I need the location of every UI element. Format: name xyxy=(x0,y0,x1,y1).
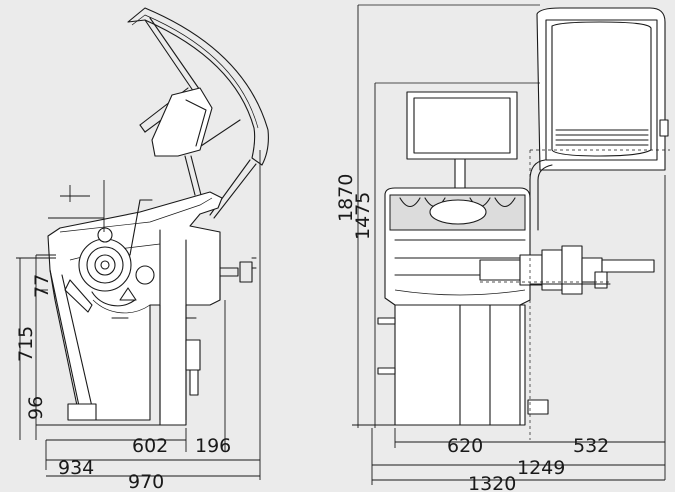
dim-934: 934 xyxy=(58,457,94,479)
dim-715: 715 xyxy=(15,326,37,362)
dim-1870: 1870 xyxy=(335,174,357,222)
side-monitor xyxy=(151,87,213,196)
side-dimensions xyxy=(16,150,261,480)
dim-1249: 1249 xyxy=(517,457,565,479)
side-view xyxy=(16,7,269,480)
dim-196: 196 xyxy=(195,435,231,457)
dim-77: 77 xyxy=(31,274,53,298)
front-dimensions xyxy=(352,5,666,485)
dim-96: 96 xyxy=(25,396,47,420)
front-reference-lines xyxy=(358,4,670,440)
side-wheel-mount xyxy=(64,199,155,319)
dim-532: 532 xyxy=(573,435,609,457)
side-hood xyxy=(127,7,269,219)
dim-602: 602 xyxy=(132,435,168,457)
dim-970: 970 xyxy=(128,471,164,492)
dim-620: 620 xyxy=(447,435,483,457)
front-hood xyxy=(529,7,669,231)
front-body xyxy=(377,187,549,426)
dim-1475: 1475 xyxy=(352,192,374,240)
dim-1320: 1320 xyxy=(468,473,516,492)
front-monitor xyxy=(406,91,518,190)
front-view xyxy=(352,4,670,485)
dimension-labels: 934 970 602 196 715 96 77 1870 1475 620 … xyxy=(15,174,609,492)
